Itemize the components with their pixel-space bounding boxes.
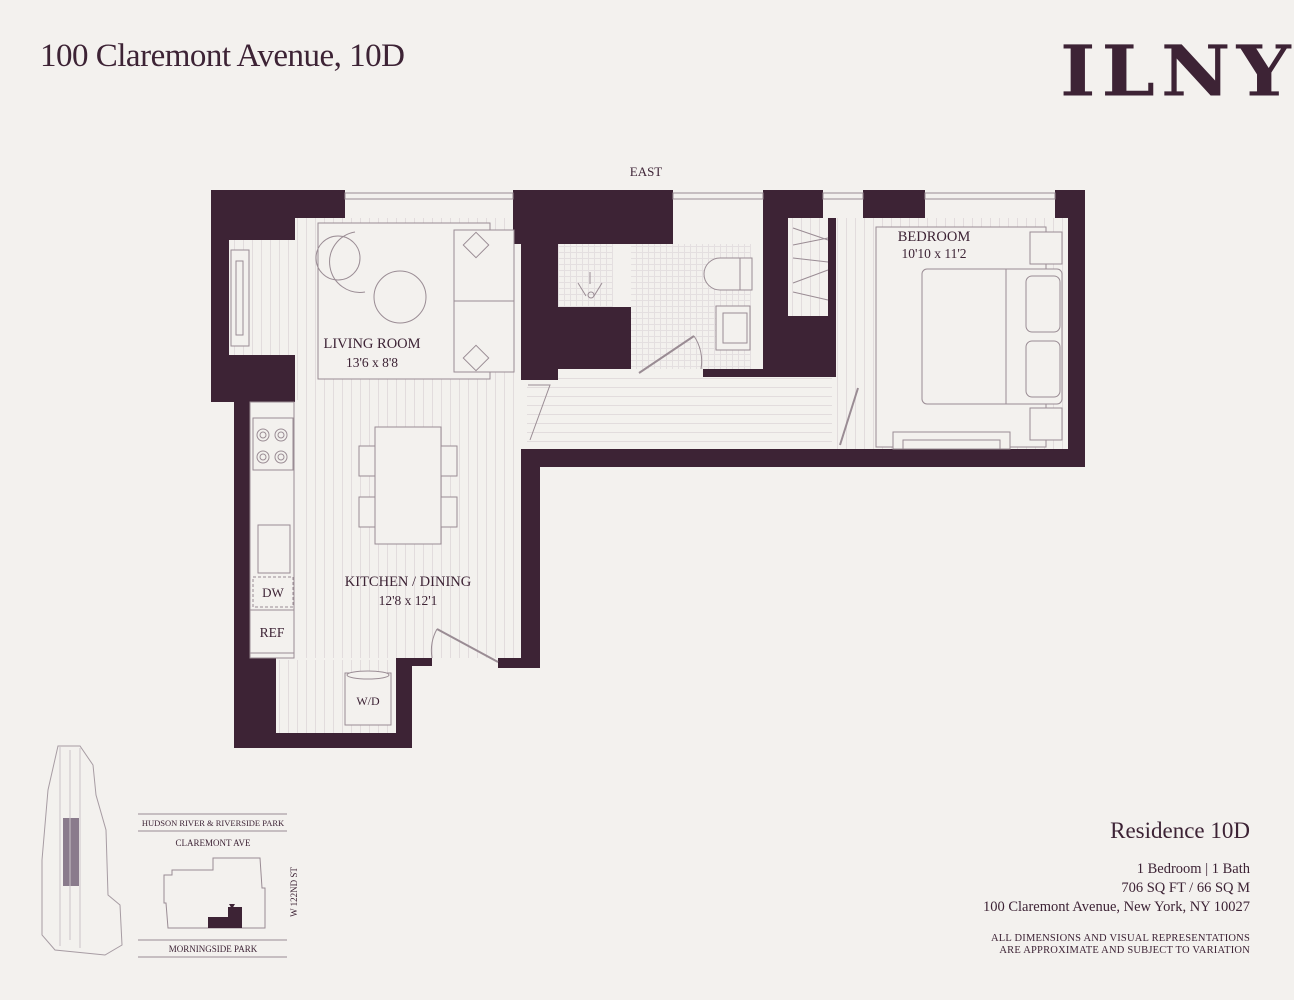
living-room-furniture [230,222,515,380]
dishwasher-label: DW [262,585,284,600]
keyplan-top-label: HUDSON RIVER & RIVERSIDE PARK [141,818,285,828]
keyplan-bottom-label: MORNINGSIDE PARK [168,944,258,954]
residence-details: 1 Bedroom | 1 Bath 706 SQ FT / 66 SQ M 1… [983,860,1250,917]
disclaimer-line-1: ALL DIMENSIONS AND VISUAL REPRESENTATION… [991,933,1250,944]
room-name-kitchen: KITCHEN / DINING [345,574,472,590]
keyplan-street-top: CLAREMONT AVE [175,838,251,848]
room-dim-bedroom: 10'10 x 11'2 [901,246,966,261]
keyplan-street-side: W 122ND ST [289,867,299,917]
address: 100 Claremont Avenue, New York, NY 10027 [982,899,1250,915]
bedroom-furniture [792,226,1063,450]
bed-bath: 1 Bedroom | 1 Bath [1136,861,1250,877]
room-dim-living: 13'6 x 8'8 [346,355,398,370]
residence-title: Residence 10D [1110,818,1250,843]
disclaimer: ALL DIMENSIONS AND VISUAL REPRESENTATION… [991,933,1250,957]
room-name-living: LIVING ROOM [323,336,420,352]
room-dim-kitchen: 12'8 x 12'1 [379,593,438,608]
kitchen-fixtures [249,401,499,726]
bathroom-fixtures [528,257,859,446]
walls [211,190,1085,748]
brand-logo: ILNY [1060,30,1294,112]
building-illustration-icon [41,745,123,956]
room-name-bedroom: BEDROOM [898,229,971,245]
disclaimer-line-2: ARE APPROXIMATE AND SUBJECT TO VARIATION [999,945,1250,956]
washer-dryer-label: W/D [356,694,380,708]
area: 706 SQ FT / 66 SQ M [1121,880,1250,896]
orientation-label: EAST [630,164,663,179]
windows [344,192,1056,200]
refrigerator-label: REF [260,625,285,640]
page-title: 100 Claremont Avenue, 10D [40,38,405,74]
keyplan-map [138,813,287,958]
